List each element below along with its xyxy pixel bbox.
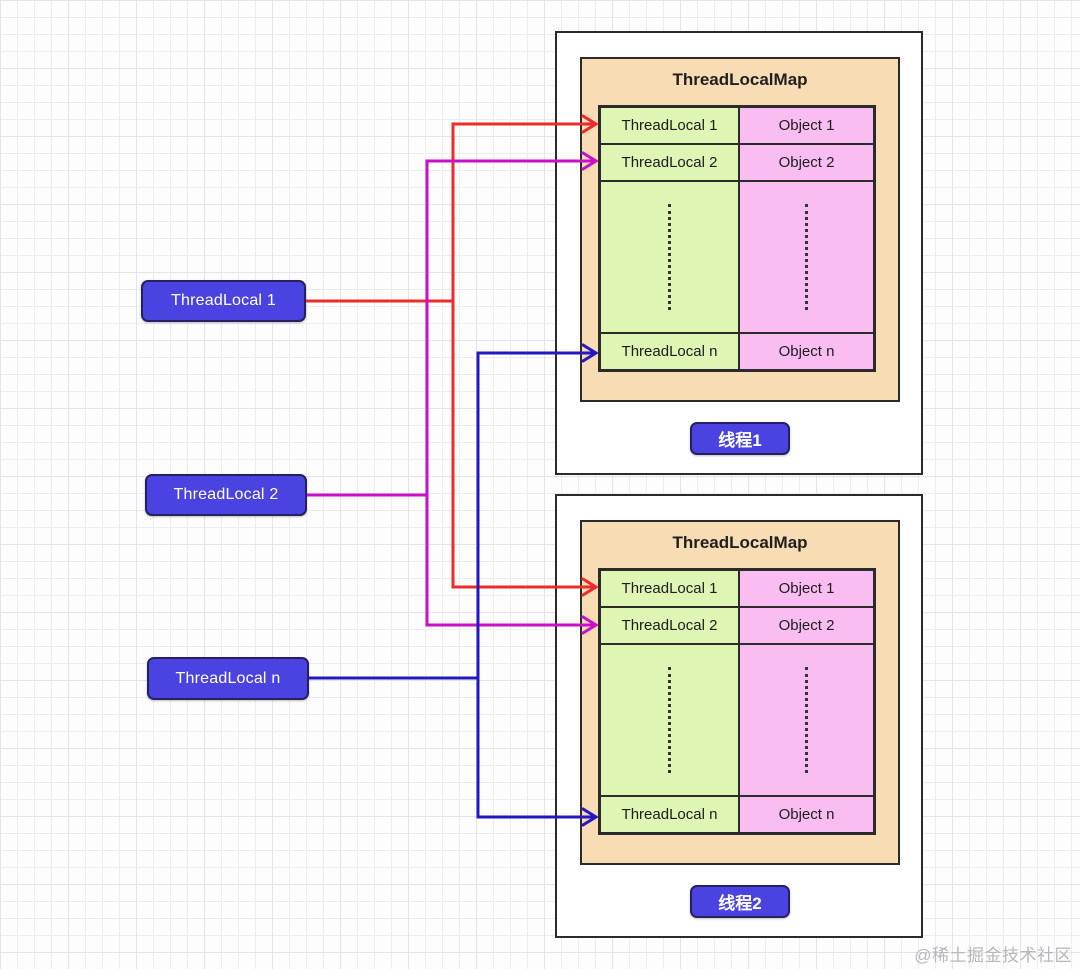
watermark: @稀土掘金技术社区 — [914, 946, 1072, 965]
vertical-ellipsis-icon — [668, 667, 671, 773]
vertical-ellipsis-icon — [668, 204, 671, 310]
entry-key: ThreadLocal 2 — [600, 144, 739, 181]
node-threadlocal-2-label: ThreadLocal 2 — [173, 486, 279, 503]
entry-key: ThreadLocal n — [600, 796, 739, 833]
vertical-ellipsis-icon — [805, 667, 808, 773]
thread-2-label: 线程2 — [718, 894, 762, 913]
node-threadlocal-n: ThreadLocal n — [147, 657, 309, 700]
ellipsis-cell — [739, 644, 874, 796]
entry-value: Object 2 — [739, 607, 874, 644]
entry-key: ThreadLocal 1 — [600, 570, 739, 607]
arrow-tln-to-map1 — [309, 343, 599, 680]
entry-value: Object n — [739, 333, 874, 370]
node-threadlocal-1: ThreadLocal 1 — [141, 280, 306, 322]
thread-1-label-badge: 线程1 — [690, 422, 790, 455]
entry-key: ThreadLocal 2 — [600, 607, 739, 644]
thread-1-container: ThreadLocalMap ThreadLocal 1 Object 1 Th… — [555, 31, 923, 475]
node-threadlocal-2: ThreadLocal 2 — [145, 474, 307, 516]
entry-value: Object 2 — [739, 144, 874, 181]
thread-1-threadlocalmap: ThreadLocalMap ThreadLocal 1 Object 1 Th… — [580, 57, 900, 402]
entry-key: ThreadLocal n — [600, 333, 739, 370]
ellipsis-cell — [739, 181, 874, 333]
node-threadlocal-n-label: ThreadLocal n — [175, 669, 281, 687]
thread-2-entry-table: ThreadLocal 1 Object 1 ThreadLocal 2 Obj… — [598, 568, 876, 835]
ellipsis-cell — [600, 644, 739, 796]
ellipsis-cell — [600, 181, 739, 333]
entry-key: ThreadLocal 1 — [600, 107, 739, 144]
arrow-tl2-to-map1 — [307, 151, 599, 497]
thread-2-threadlocalmap: ThreadLocalMap ThreadLocal 1 Object 1 Th… — [580, 520, 900, 865]
entry-value: Object 1 — [739, 107, 874, 144]
node-threadlocal-1-label: ThreadLocal 1 — [171, 292, 276, 309]
thread-1-entry-table: ThreadLocal 1 Object 1 ThreadLocal 2 Obj… — [598, 105, 876, 372]
threadlocalmap-title: ThreadLocalMap — [672, 70, 808, 89]
entry-value: Object 1 — [739, 570, 874, 607]
thread-1-label: 线程1 — [718, 431, 762, 450]
vertical-ellipsis-icon — [805, 204, 808, 310]
threadlocalmap-title: ThreadLocalMap — [672, 533, 808, 552]
arrow-tl1-to-map1 — [306, 114, 599, 303]
entry-value: Object n — [739, 796, 874, 833]
thread-2-container: ThreadLocalMap ThreadLocal 1 Object 1 Th… — [555, 494, 923, 938]
thread-2-label-badge: 线程2 — [690, 885, 790, 918]
